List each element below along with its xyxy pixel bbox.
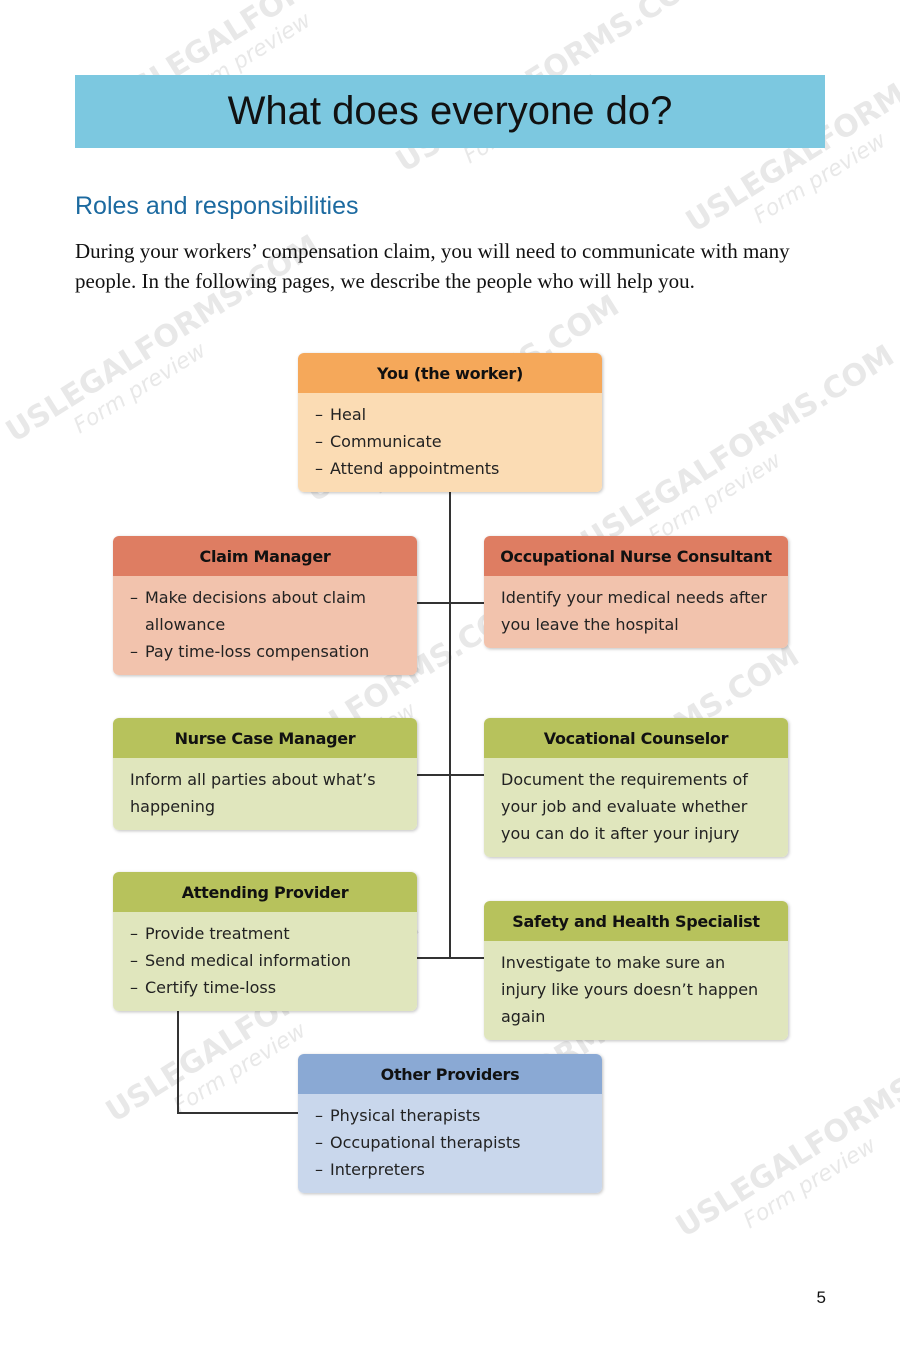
page-number: 5: [816, 1288, 826, 1307]
nurse-case-manager-text: Inform all parties about what’s happenin…: [130, 770, 376, 816]
connector-other-vertical: [177, 1007, 179, 1114]
attending-provider-list: Provide treatment Send medical informati…: [130, 920, 401, 1001]
list-item: Attend appointments: [315, 455, 586, 482]
nurse-consultant-box: Occupational Nurse Consultant Identify y…: [484, 536, 788, 648]
list-item: Heal: [315, 401, 586, 428]
connector-row2: [416, 774, 484, 776]
list-item: Occupational therapists: [315, 1129, 586, 1156]
list-item: Provide treatment: [130, 920, 401, 947]
page-title: What does everyone do?: [227, 89, 673, 133]
worker-box: You (the worker) Heal Communicate Attend…: [298, 353, 602, 492]
list-item: Send medical information: [130, 947, 401, 974]
other-providers-title: Other Providers: [298, 1054, 602, 1094]
other-providers-box: Other Providers Physical therapists Occu…: [298, 1054, 602, 1193]
claim-manager-list: Make decisions about claim allowance Pay…: [130, 584, 401, 665]
nurse-consultant-text: Identify your medical needs after you le…: [501, 588, 767, 634]
nurse-case-manager-box: Nurse Case Manager Inform all parties ab…: [113, 718, 417, 830]
safety-specialist-box: Safety and Health Specialist Investigate…: [484, 901, 788, 1040]
worker-title: You (the worker): [298, 353, 602, 393]
list-item: Interpreters: [315, 1156, 586, 1183]
attending-provider-box: Attending Provider Provide treatment Sen…: [113, 872, 417, 1011]
list-item: Make decisions about claim allowance: [130, 584, 401, 638]
safety-specialist-text: Investigate to make sure an injury like …: [501, 953, 759, 1026]
other-providers-list: Physical therapists Occupational therapi…: [315, 1102, 586, 1183]
connector-row1: [416, 602, 484, 604]
nurse-case-manager-title: Nurse Case Manager: [113, 718, 417, 758]
vocational-counselor-box: Vocational Counselor Document the requir…: [484, 718, 788, 857]
connector-row3: [416, 957, 484, 959]
vocational-counselor-title: Vocational Counselor: [484, 718, 788, 758]
title-banner: What does everyone do?: [75, 75, 825, 148]
worker-list: Heal Communicate Attend appointments: [315, 401, 586, 482]
connector-other-horizontal: [177, 1112, 299, 1114]
connector-trunk: [449, 489, 451, 959]
list-item: Physical therapists: [315, 1102, 586, 1129]
vocational-counselor-text: Document the requirements of your job an…: [501, 770, 748, 843]
claim-manager-box: Claim Manager Make decisions about claim…: [113, 536, 417, 675]
list-item: Pay time-loss compensation: [130, 638, 401, 665]
attending-provider-title: Attending Provider: [113, 872, 417, 912]
section-title: Roles and responsibilities: [75, 192, 359, 220]
nurse-consultant-title: Occupational Nurse Consultant: [484, 536, 788, 576]
safety-specialist-title: Safety and Health Specialist: [484, 901, 788, 941]
intro-paragraph: During your workers’ compensation claim,…: [75, 239, 790, 293]
list-item: Communicate: [315, 428, 586, 455]
list-item: Certify time-loss: [130, 974, 401, 1001]
claim-manager-title: Claim Manager: [113, 536, 417, 576]
